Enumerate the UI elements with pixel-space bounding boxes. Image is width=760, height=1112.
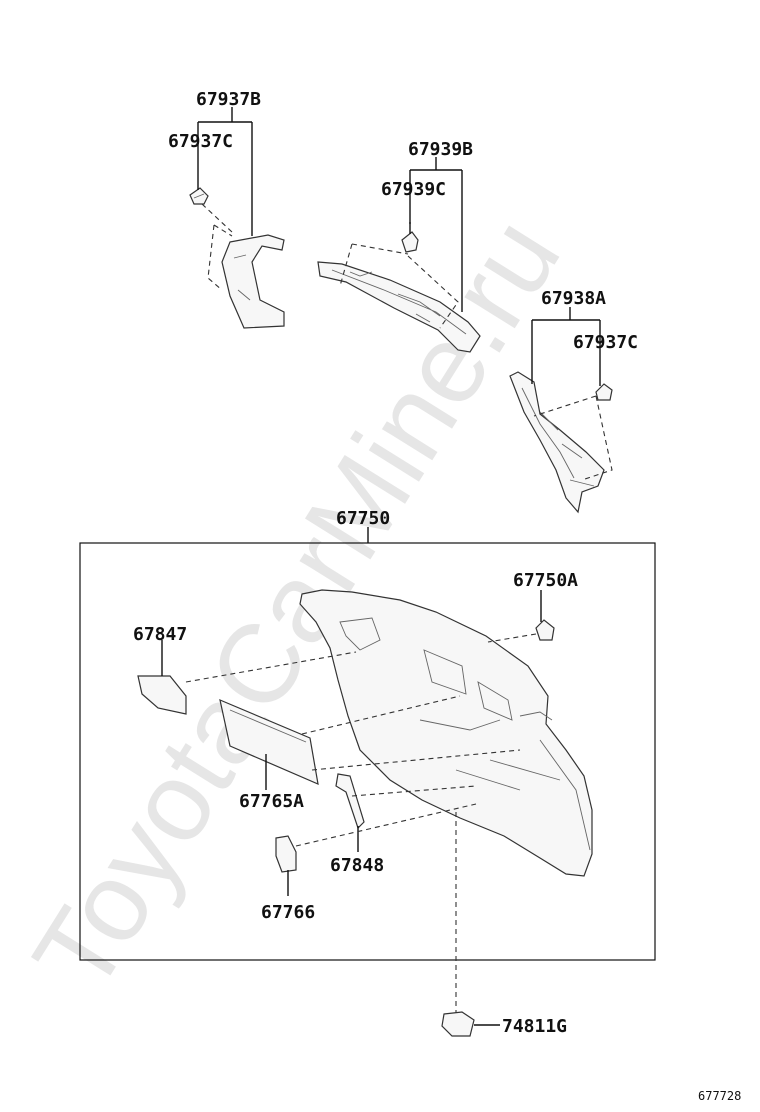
label-67937B: 67937B: [196, 89, 261, 110]
label-67938A: 67938A: [541, 288, 606, 309]
label-67848: 67848: [330, 855, 384, 876]
label-67937C-top: 67937C: [168, 131, 233, 152]
leader-67937C-top-dashed: [201, 203, 233, 291]
label-67765A: 67765A: [239, 791, 304, 812]
label-67766: 67766: [261, 902, 315, 923]
label-67847: 67847: [133, 624, 187, 645]
leader-67750A-dashed: [487, 633, 537, 643]
label-67939C: 67939C: [381, 179, 446, 200]
part-67937C-clip-top[interactable]: [189, 187, 209, 205]
assembly-box-67750: [79, 542, 656, 961]
leader-67938A: [531, 307, 601, 386]
leader-67848-dashed: [351, 785, 477, 797]
leader-67939B: [409, 157, 463, 312]
leader-67847-dashed: [185, 651, 357, 683]
part-67939B-sill-plate[interactable]: [317, 261, 481, 353]
part-67750-luggage-side-trim[interactable]: [299, 589, 593, 877]
leader-67939C-dashed: [339, 243, 459, 329]
watermark-text: ToyotaCarMine.ru: [9, 197, 583, 1013]
part-67939C-clip[interactable]: [401, 222, 419, 253]
part-67847-cover[interactable]: [137, 640, 187, 715]
part-67937B-quarter-trim[interactable]: [221, 234, 285, 329]
part-67848-bracket[interactable]: [335, 773, 365, 852]
part-67938A-pillar-trim[interactable]: [509, 371, 605, 514]
part-74811G-plate[interactable]: [441, 1011, 500, 1037]
label-67939B: 67939B: [408, 139, 473, 160]
label-67937C-right: 67937C: [573, 332, 638, 353]
leader-67937C-right-dashed: [533, 395, 613, 481]
label-74811G: 74811G: [502, 1016, 567, 1037]
leader-67766-dashed: [295, 803, 477, 847]
leader-67765A-dashed: [301, 695, 521, 771]
part-67937C-clip-right[interactable]: [595, 383, 613, 401]
leader-67937B: [197, 107, 253, 236]
label-67750A: 67750A: [513, 570, 578, 591]
label-67750: 67750: [336, 508, 390, 529]
part-67750A-clip[interactable]: [535, 590, 555, 641]
part-67766-cover[interactable]: [275, 835, 297, 896]
part-67765A-lid[interactable]: [219, 698, 319, 790]
diagram-id: 677728: [698, 1089, 741, 1103]
